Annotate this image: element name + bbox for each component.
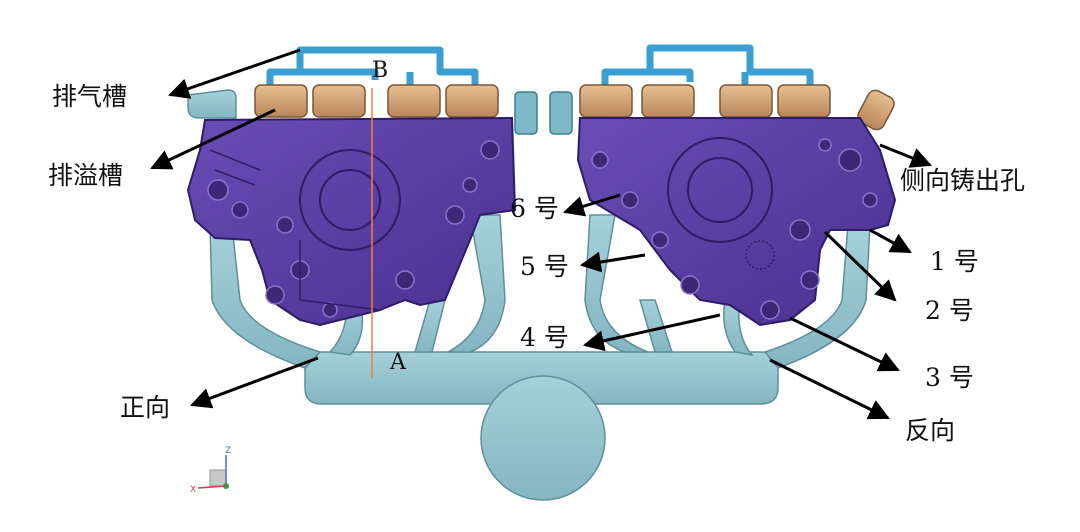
casting-right [576,117,897,327]
axis-z-label: Z [225,446,231,456]
arrow-overflow-slot [150,108,276,170]
vent-right [601,44,814,90]
overflow-1 [254,84,308,118]
right-inner-runner [639,299,674,353]
arrow-n4 [582,313,721,352]
label-n6: 6 号 [510,194,559,223]
axis-x-label: X [190,485,196,495]
overflow-4 [445,84,499,118]
arrow-exhaust-slot [168,48,301,99]
overflow-8 [777,84,831,118]
right-center-runner [584,214,649,353]
label-n4: 4 号 [520,323,569,352]
leader-arrows [150,48,932,420]
casting-left-body [186,116,517,327]
overflow-5 [579,84,633,118]
middle-pins [514,91,573,135]
label-exhaust-slot: 排气槽 [52,82,128,111]
middle-pin-right [549,91,573,135]
middle-pin-left [514,91,538,135]
label-reverse: 反向 [905,416,956,445]
left-center-runner [447,214,506,353]
label-n1: 1 号 [930,247,979,276]
label-n5: 5 号 [520,252,569,281]
upper-left-block [187,89,237,119]
overflow-3 [387,84,441,118]
label-forward: 正向 [120,393,171,422]
arrow-forward [190,356,319,409]
runner-system [187,89,871,501]
arrow-side-hole [879,143,932,168]
side-core-pin [857,89,895,131]
arrow-n6 [562,193,621,217]
label-overflow-slot: 排溢槽 [48,161,124,190]
biscuit [480,375,606,501]
label-n3: 3 号 [925,363,974,392]
casting-left [186,116,517,327]
left-inner-runner [414,299,446,353]
overflow-wells [254,84,895,131]
label-point-b: B [372,58,389,83]
axis-triad: Z X [190,446,231,495]
label-side-cast-hole: 侧向铸出孔 [900,166,1026,195]
arrow-n1 [869,228,912,254]
arrow-n5 [579,251,646,273]
overflow-2 [312,84,366,118]
overflow-6 [641,84,695,118]
label-point-a: A [390,350,406,375]
arrow-n2 [823,230,897,302]
arrow-n3 [789,316,900,372]
overflow-7 [719,84,773,118]
arrow-reverse [769,358,890,420]
label-n2: 2 号 [925,296,974,325]
vent-channels [266,44,814,90]
